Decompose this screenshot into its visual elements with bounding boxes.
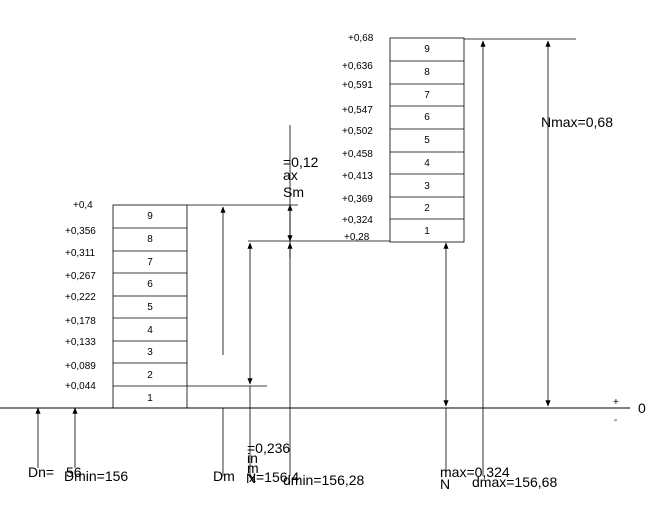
shaft-tick-label: +0,547 <box>342 105 373 116</box>
hole-tick-label: +0,222 <box>65 292 96 303</box>
shaft-cell: 4 <box>424 158 430 169</box>
shaft-tick-label: +0,28 <box>344 232 370 243</box>
hole-tick-label: +0,4 <box>73 200 93 211</box>
shaft-cell: 5 <box>424 135 430 146</box>
shaft-tick-label: +0,413 <box>342 171 373 182</box>
hole-cell: 6 <box>147 279 153 290</box>
nmax-small-label: max=0,324 <box>440 464 510 480</box>
hole-cell: 2 <box>147 370 153 381</box>
hole-tolerance-box <box>112 204 188 409</box>
nmin-in-label: in <box>247 450 258 466</box>
dmax-label: dmax=156,68 <box>472 474 557 490</box>
dmin-shaft-label: dmin=156,28 <box>283 472 365 488</box>
shaft-cell: 7 <box>424 90 430 101</box>
nmin-value-label: =0,236 <box>247 440 290 456</box>
shaft-cell: 8 <box>424 67 430 78</box>
zero-label: 0 <box>638 400 646 416</box>
shaft-ticks: +0,68 +0,636 +0,591 +0,547 +0,502 +0,458… <box>342 33 374 243</box>
shaft-cell: 6 <box>424 112 430 123</box>
hole-cells: 9 8 7 6 5 4 3 2 1 <box>147 211 153 404</box>
nmax-label: Nmax=0,68 <box>541 114 613 130</box>
smax-value-label: =0,12 <box>283 154 319 170</box>
smax-sm-label: Sm <box>283 184 304 200</box>
shaft-cell: 9 <box>424 44 430 55</box>
shaft-tick-label: +0,324 <box>342 215 373 226</box>
dm-value-label: x=156,4 <box>249 469 299 485</box>
shaft-tick-label: +0,636 <box>342 61 373 72</box>
hole-cell: 3 <box>147 347 153 358</box>
dimension-lines <box>35 40 551 476</box>
extension-lines <box>187 38 576 387</box>
dmin-label: Dmin=156 <box>64 468 128 484</box>
hole-cell: 9 <box>147 211 153 222</box>
hole-tick-label: +0,089 <box>65 361 96 372</box>
hole-tick-label: +0,311 <box>65 248 96 259</box>
hole-cell: 8 <box>147 234 153 245</box>
hole-tick-label: +0,044 <box>65 381 96 392</box>
hole-tick-label: +0,267 <box>65 271 96 282</box>
shaft-tolerance-box <box>389 37 465 243</box>
shaft-tick-label: +0,68 <box>348 33 374 44</box>
nmin-n-label: N <box>246 470 256 486</box>
shaft-tick-label: +0,502 <box>342 126 373 137</box>
smax-ax-label: ax <box>283 167 298 183</box>
shaft-cell: 2 <box>424 203 430 214</box>
hole-tick-label: +0,133 <box>65 337 96 348</box>
hole-ticks: +0,4 +0,356 +0,311 +0,267 +0,222 +0,178 … <box>65 200 96 392</box>
hole-cell: 4 <box>147 325 153 336</box>
zero-plus-sign: + <box>613 397 619 408</box>
nmax-small-n-label: N <box>440 476 450 492</box>
hole-cell: 7 <box>147 257 153 268</box>
zero-minus-sign: - <box>614 415 617 426</box>
shaft-tick-label: +0,591 <box>342 80 373 91</box>
nmin-m-label: m <box>247 460 259 476</box>
dn-label: Dn= <box>28 464 54 480</box>
shaft-tick-label: +0,369 <box>342 194 373 205</box>
hole-tick-label: +0,178 <box>65 316 96 327</box>
hole-cell: 5 <box>147 302 153 313</box>
hole-tick-label: +0,356 <box>65 226 96 237</box>
shaft-cell: 1 <box>424 226 430 237</box>
dm-label: Dm <box>213 468 235 484</box>
shaft-cell: 3 <box>424 181 430 192</box>
shaft-tick-label: +0,458 <box>342 149 373 160</box>
dn-value-label: 56 <box>66 464 82 480</box>
hole-cell: 1 <box>147 393 153 404</box>
shaft-cells: 9 8 7 6 5 4 3 2 1 <box>424 44 430 237</box>
